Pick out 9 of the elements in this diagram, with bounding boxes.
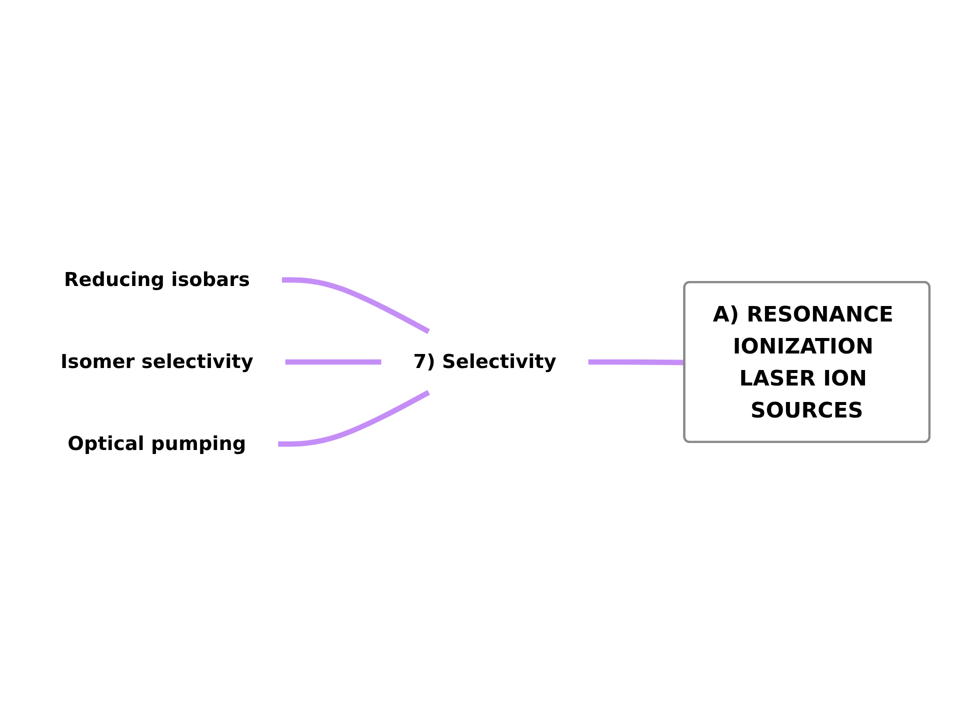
connector [278, 390, 430, 446]
connector [588, 358, 685, 365]
mind-map-diagram: A) RESONANCE IONIZATION LASER ION SOURCES 7) Selectivity Reducing isobars Isomer selectivity Optical pumping [20, 240, 938, 482]
connector [285, 358, 382, 364]
connector [282, 276, 430, 334]
node-text: Reducing isobars [64, 268, 250, 291]
node-text: 7) Selectivity [413, 350, 556, 373]
node-text: Optical pumping [68, 432, 246, 455]
node-text: Isomer selectivity [60, 350, 254, 373]
